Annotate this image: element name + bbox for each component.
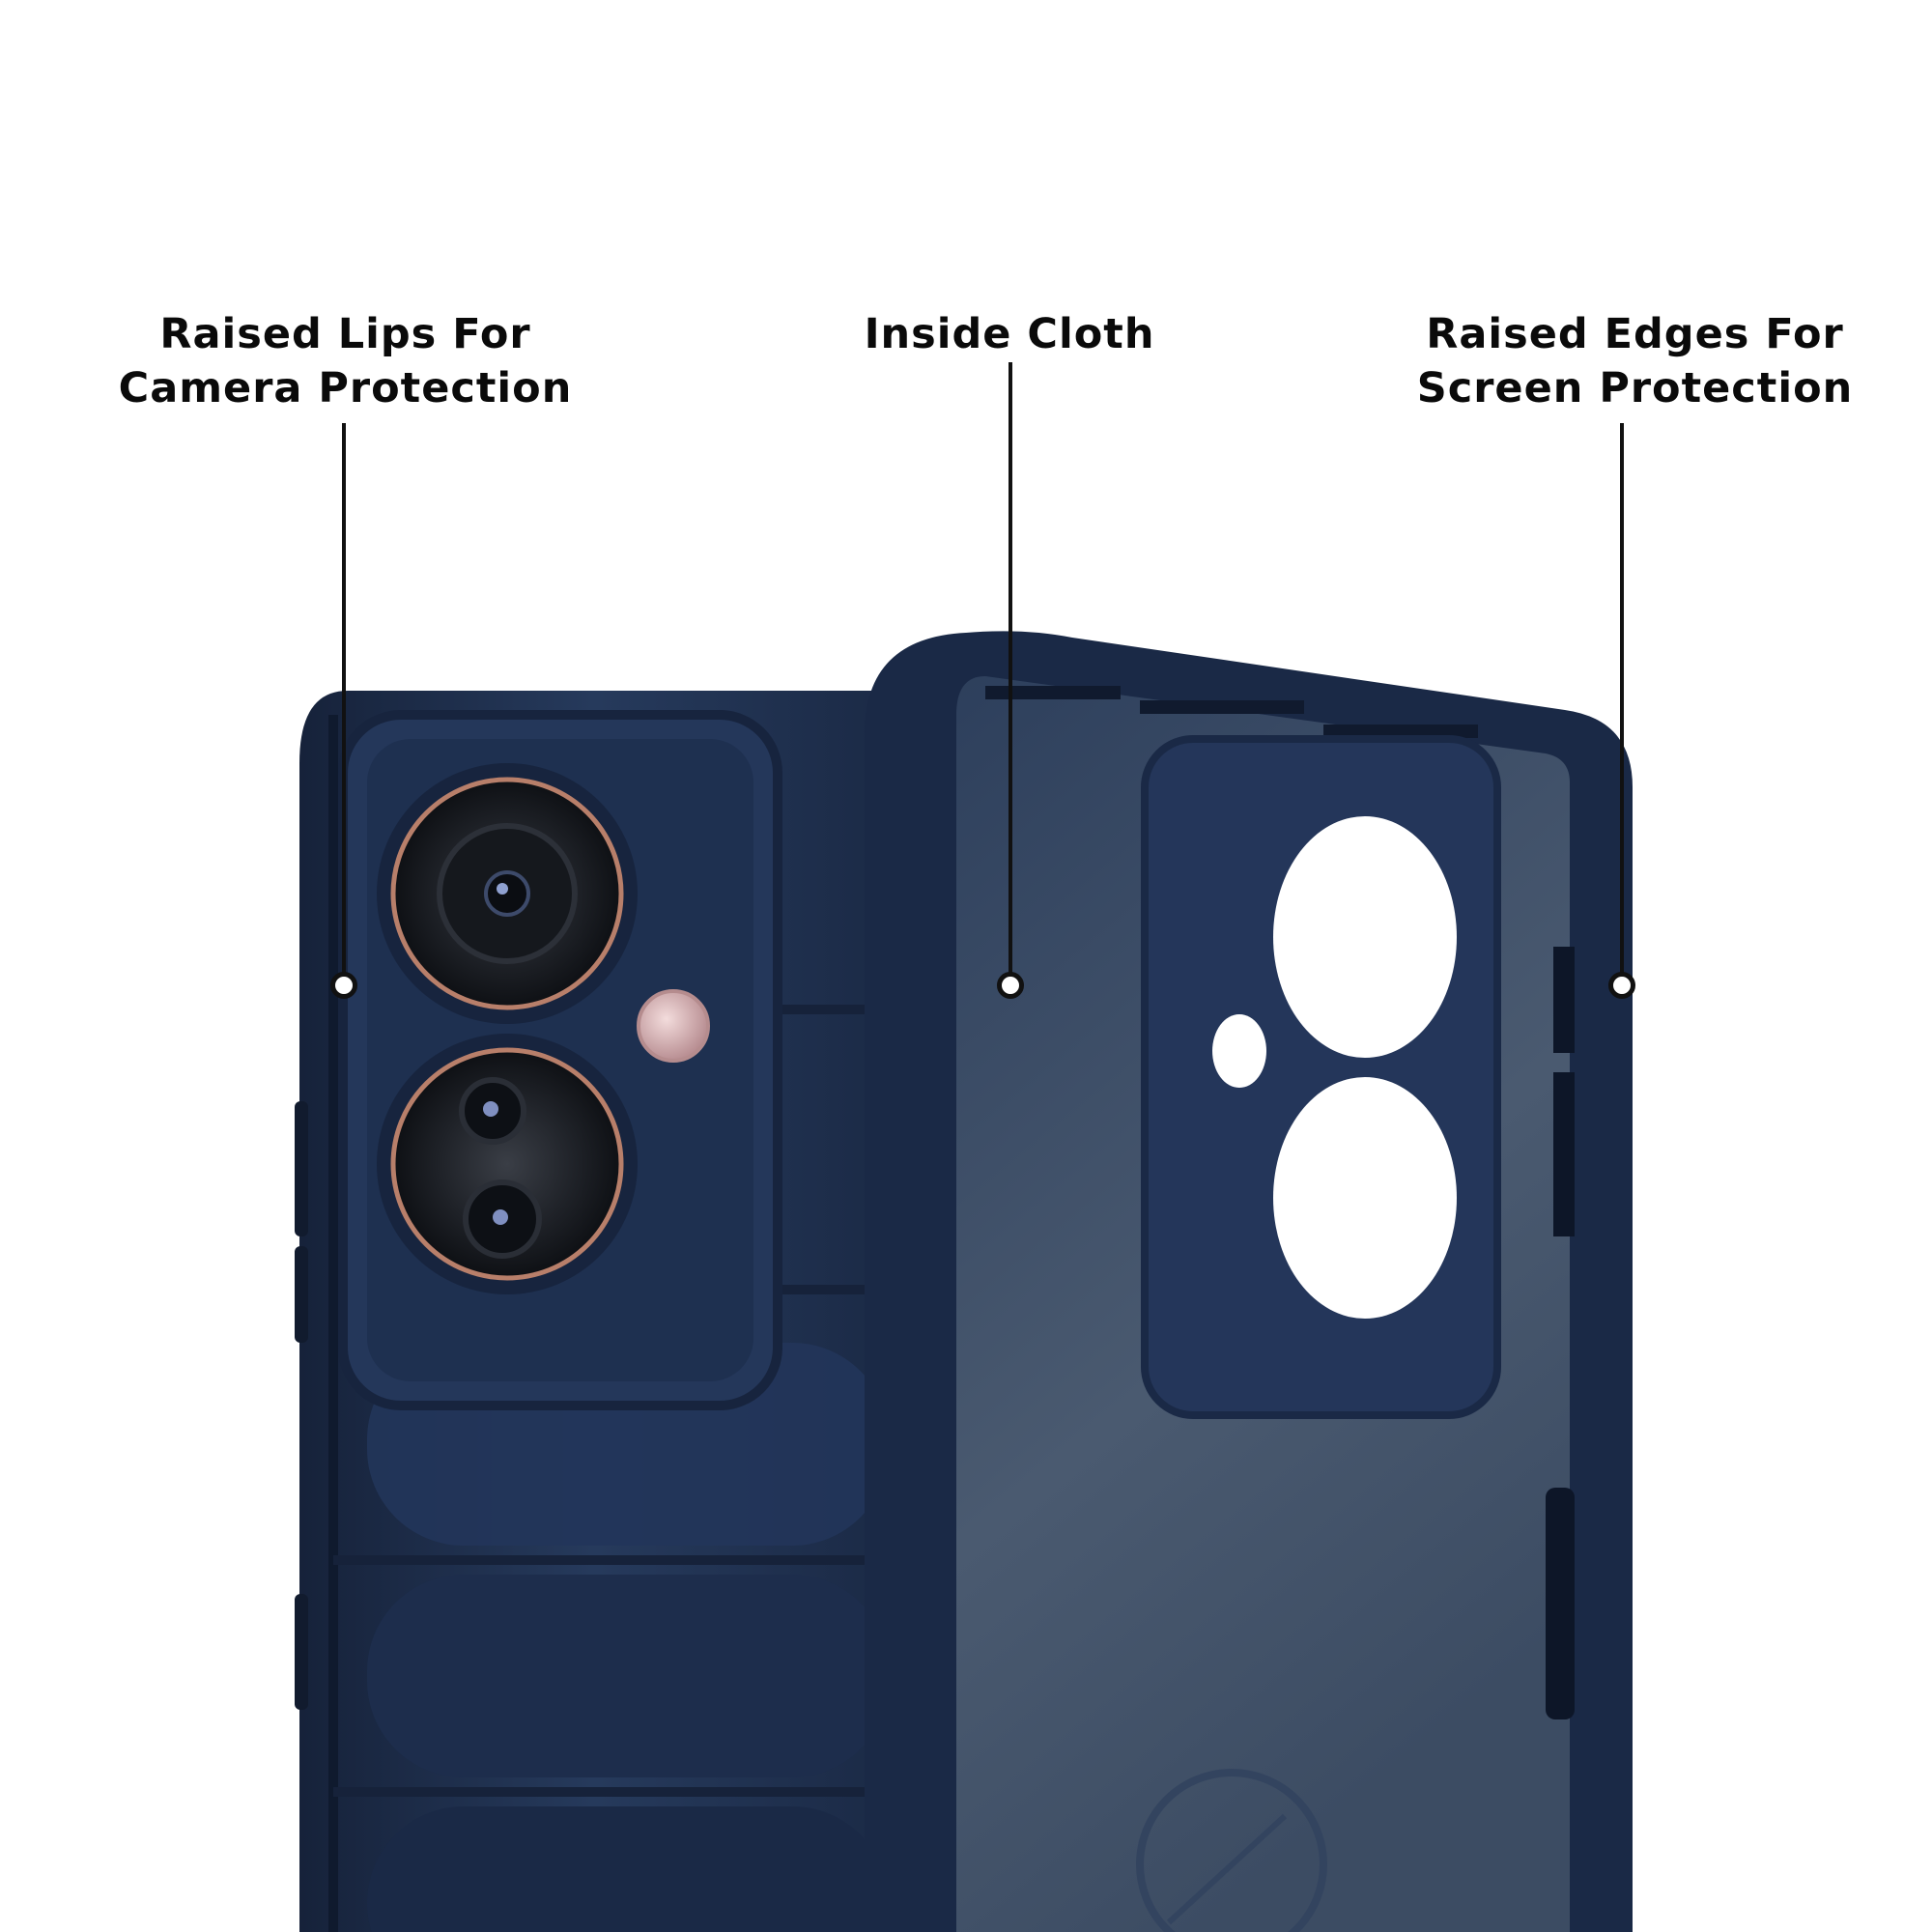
callout-camera-line1: Raised Lips For bbox=[159, 310, 531, 358]
callout-camera-label: Raised Lips For Camera Protection bbox=[106, 307, 584, 415]
callout-screen-dot bbox=[1608, 972, 1635, 999]
case-back-view bbox=[295, 691, 889, 1932]
callout-screen-line1: Raised Edges For bbox=[1426, 310, 1844, 358]
callout-cloth-line1: Inside Cloth bbox=[864, 310, 1155, 358]
callout-camera-leader bbox=[342, 423, 346, 983]
callout-screen-label: Raised Edges For Screen Protection bbox=[1396, 307, 1874, 415]
callout-cloth-label: Inside Cloth bbox=[807, 307, 1212, 361]
callout-cloth-dot bbox=[997, 972, 1024, 999]
callout-camera-dot bbox=[330, 972, 357, 999]
callout-camera-line2: Camera Protection bbox=[118, 364, 573, 412]
camera-cutout bbox=[1141, 735, 1501, 1419]
callout-screen-line2: Screen Protection bbox=[1416, 364, 1854, 412]
case-inside-view bbox=[865, 631, 1633, 1932]
callout-cloth-leader bbox=[1009, 362, 1012, 983]
camera-island bbox=[338, 710, 782, 1410]
callout-screen-leader bbox=[1620, 423, 1624, 983]
